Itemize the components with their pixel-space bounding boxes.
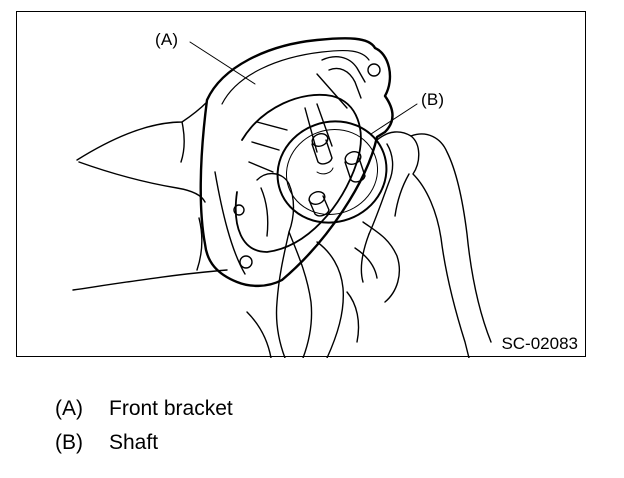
callout-label-b: (B) [421,90,445,109]
legend-key: (A) [55,397,83,420]
legend: (A) Front bracket (B) Shaft [55,392,233,460]
figure-frame: (A) (B) SC-02083 [16,11,586,358]
legend-item: (A) Front bracket [55,392,233,426]
front-bracket-drawing [199,37,394,288]
legend-text: Front bracket [109,397,233,420]
right-hand-drawing [354,131,492,358]
callout-label-a: (A) [155,30,179,49]
left-hand-drawing [72,101,360,358]
bracket-shaft-illustration [72,37,492,358]
legend-key: (B) [55,431,83,454]
figure-id: SC-02083 [501,334,578,353]
bracket-face-drawing [234,94,362,253]
shaft-drawing [276,120,388,224]
legend-item: (B) Shaft [55,426,233,460]
legend-text: Shaft [109,431,159,454]
leader-line-b [370,103,418,135]
leader-line-a [189,41,256,85]
